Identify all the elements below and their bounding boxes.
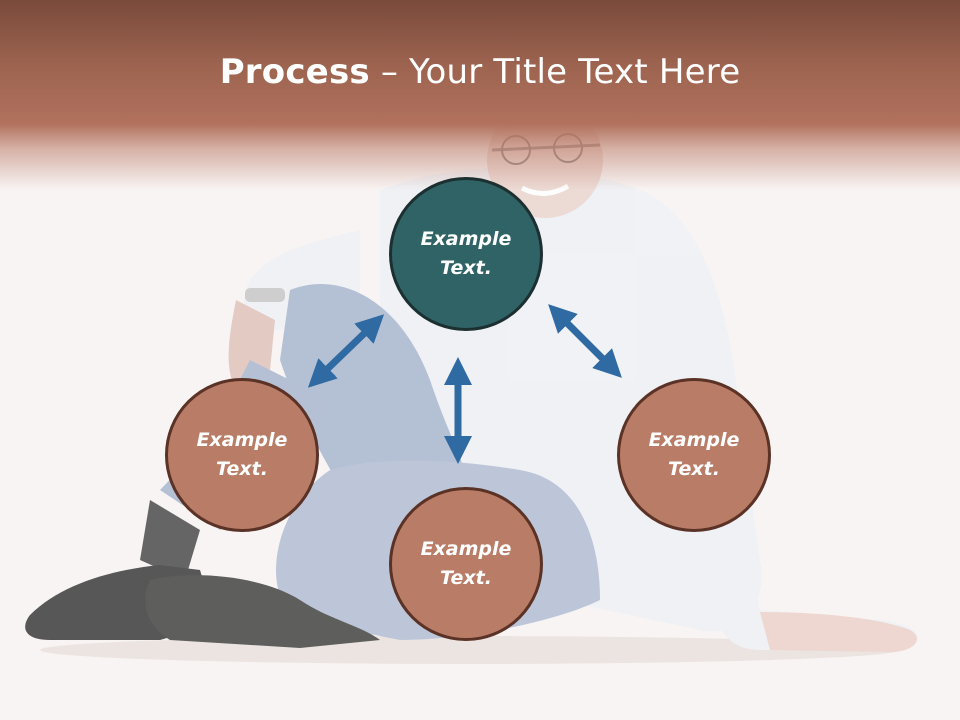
arrow-top-right bbox=[548, 304, 622, 378]
node-bottom-line1: Example bbox=[420, 538, 512, 560]
node-left-line1: Example bbox=[196, 429, 288, 451]
slide-title: Process – Your Title Text Here bbox=[0, 52, 960, 92]
node-right-line1: Example bbox=[648, 429, 740, 451]
title-bar bbox=[0, 0, 960, 190]
title-bold: Process bbox=[219, 52, 370, 92]
node-left-line2: Text. bbox=[216, 458, 268, 480]
title-rest: – Your Title Text Here bbox=[369, 52, 741, 92]
node-bottom-line2: Text. bbox=[440, 567, 492, 589]
node-top-line1: Example bbox=[420, 228, 512, 250]
node-right-line2: Text. bbox=[668, 458, 720, 480]
arrow-top-left bbox=[307, 314, 385, 388]
node-top-line2: Text. bbox=[440, 257, 492, 279]
